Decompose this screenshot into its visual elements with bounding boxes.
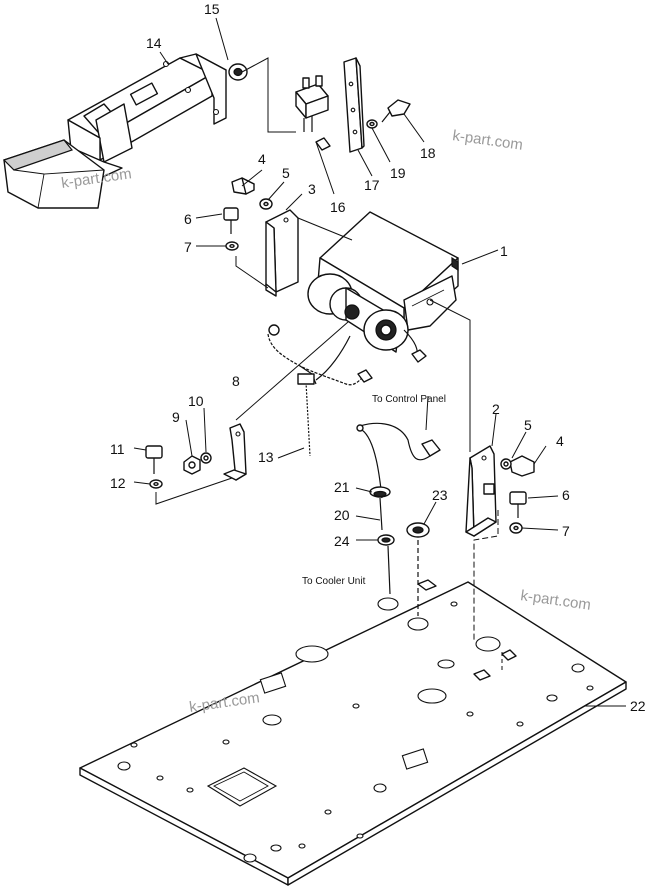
washer-7-right	[509, 522, 523, 534]
callout-15: 15	[204, 1, 220, 17]
grommet-24	[377, 534, 395, 595]
bolt-11	[145, 445, 163, 474]
callout-23: 23	[432, 487, 448, 503]
callout-7-left: 7	[184, 239, 192, 255]
plate-17	[343, 57, 365, 153]
note-to-control-panel: To Control Panel	[372, 394, 446, 405]
bolt-6-right	[509, 491, 527, 518]
watermark: k-part.com	[519, 587, 592, 614]
washer-5-top	[259, 198, 273, 210]
callout-14: 14	[146, 35, 162, 51]
callout-22: 22	[630, 698, 646, 714]
control-panel-harness	[356, 422, 441, 499]
callout-13: 13	[258, 449, 274, 465]
callout-20: 20	[334, 507, 350, 523]
screw-18	[381, 99, 411, 123]
bolt-6-left	[223, 207, 239, 234]
drain-hose-13	[297, 373, 315, 457]
washer-10	[200, 452, 212, 464]
nut-9	[183, 455, 201, 475]
leader-lines	[133, 17, 626, 707]
bolt-4-right	[509, 455, 535, 477]
washer-7-left	[225, 241, 239, 251]
callout-2: 2	[492, 401, 500, 417]
callout-6-right: 6	[562, 487, 570, 503]
grommet-15	[228, 63, 248, 81]
floor-plate	[79, 579, 627, 886]
wire-harness	[267, 324, 373, 386]
note-to-cooler-unit: To Cooler Unit	[302, 576, 366, 587]
washer-12	[149, 479, 163, 489]
callout-5-top: 5	[282, 165, 290, 181]
watermark: k-part.com	[451, 127, 524, 154]
callout-1: 1	[500, 243, 508, 259]
callout-4-right: 4	[556, 433, 564, 449]
callout-11: 11	[110, 441, 125, 457]
grommet-23	[406, 522, 430, 616]
callout-12: 12	[110, 475, 126, 491]
duct-bracket-assembly	[2, 53, 227, 209]
callout-8: 8	[232, 373, 240, 389]
callout-4-top: 4	[258, 151, 266, 167]
switch-16	[295, 75, 331, 151]
washer-5-right	[500, 458, 512, 470]
callout-19: 19	[390, 165, 406, 181]
callout-3: 3	[308, 181, 316, 197]
callout-7-right: 7	[562, 523, 570, 539]
blower-unit	[307, 211, 459, 363]
callout-5-right: 5	[524, 417, 532, 433]
callout-9: 9	[172, 409, 180, 425]
callout-17: 17	[364, 177, 380, 193]
callout-24: 24	[334, 533, 350, 549]
bracket-2	[465, 445, 497, 537]
callout-18: 18	[420, 145, 436, 161]
callout-6-left: 6	[184, 211, 192, 227]
washer-19	[366, 119, 378, 129]
hose-20	[379, 497, 383, 531]
callout-16: 16	[330, 199, 346, 215]
bolt-4-top	[231, 177, 255, 195]
clamp-21	[369, 486, 391, 498]
callout-10: 10	[188, 393, 204, 409]
bracket-8	[223, 423, 247, 481]
callout-21: 21	[334, 479, 350, 495]
bracket-3	[265, 209, 299, 297]
